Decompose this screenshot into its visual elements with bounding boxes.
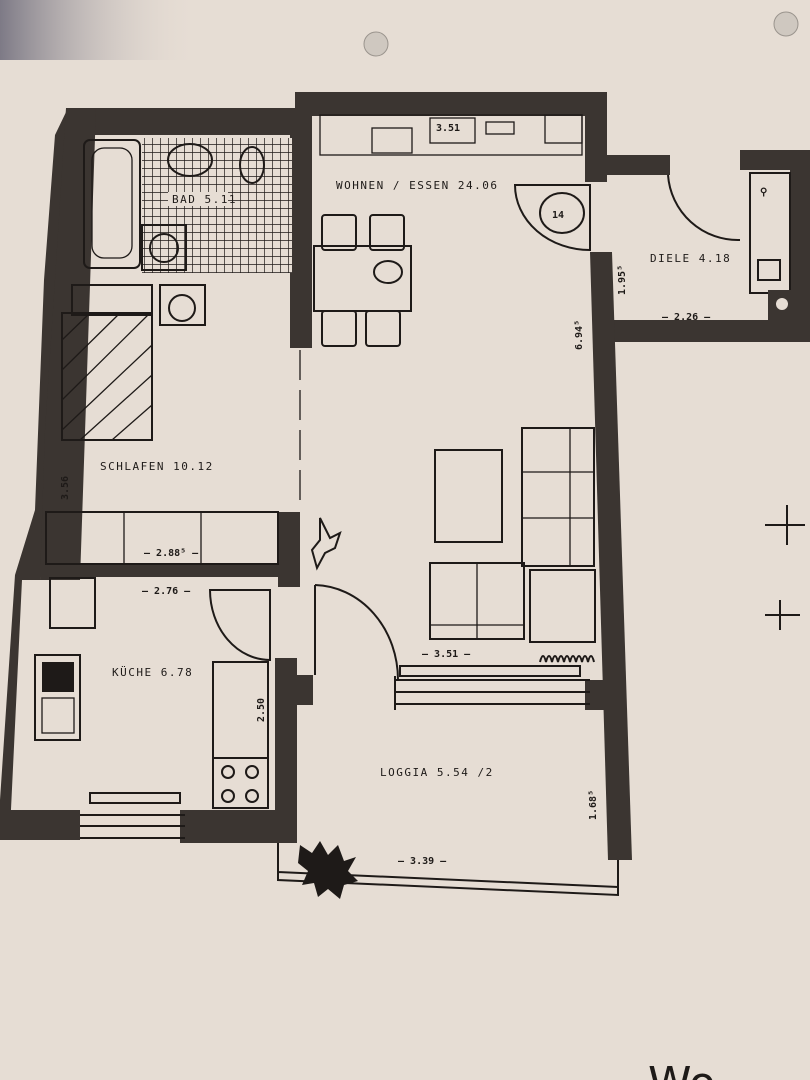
handwritten-note: Wo	[648, 1058, 716, 1080]
dim-loggia-side: 1.68⁵	[588, 790, 599, 820]
bathroom: BAD 5.11	[83, 138, 292, 273]
dim-living-bottom: – 3.51 –	[422, 649, 471, 660]
dim-kueche-side: 2.50	[256, 698, 267, 722]
dim-wohnen-top: 3.51	[436, 123, 460, 134]
punch-hole	[363, 31, 389, 57]
dim-kueche-top: – 2.76 –	[142, 586, 191, 597]
kitchen: KÜCHE 6.78 – 2.76 – 2.50	[34, 577, 271, 839]
dim-schlafen-bottom: – 2.88⁵ –	[144, 548, 199, 559]
plant-icon	[310, 517, 342, 571]
dim-loggia-bottom: – 3.39 –	[398, 856, 447, 867]
room-label-diele: DIELE 4.18	[650, 252, 731, 265]
dim-wohnen-side: 6.94⁵	[574, 320, 585, 350]
room-label-schlafen: SCHLAFEN 10.12	[100, 460, 214, 473]
room-label-wohnen: WOHNEN / ESSEN 24.06	[336, 179, 498, 192]
coat-hanger-icon: ⚲	[760, 187, 767, 198]
dim-diele-side: 1.95⁵	[617, 265, 628, 295]
hallway: ⚲ DIELE 4.18 1.95⁵ – 2.26 –	[617, 172, 805, 630]
bedroom: SCHLAFEN 10.12 3.56 – 2.88⁵ –	[45, 284, 301, 565]
room-label-loggia: LOGGIA 5.54 /2	[380, 766, 494, 779]
living-furniture: 3.51 – 3.51 – WOHNEN / ESSEN 24.06 6.94⁵…	[310, 114, 596, 710]
dim-diele-bottom: – 2.26 –	[662, 312, 711, 323]
punch-hole	[773, 11, 799, 37]
dim-schlafen-side: 3.56	[60, 476, 71, 500]
room-label-kueche: KÜCHE 6.78	[112, 666, 193, 679]
loggia: LOGGIA 5.54 /2 1.68⁵ – 3.39 –	[277, 584, 619, 899]
plant-icon	[298, 841, 358, 899]
circle-mark-label: 14	[552, 210, 564, 221]
shadow	[0, 0, 200, 60]
room-label-bad: BAD 5.11	[172, 193, 237, 206]
walls	[0, 92, 810, 860]
